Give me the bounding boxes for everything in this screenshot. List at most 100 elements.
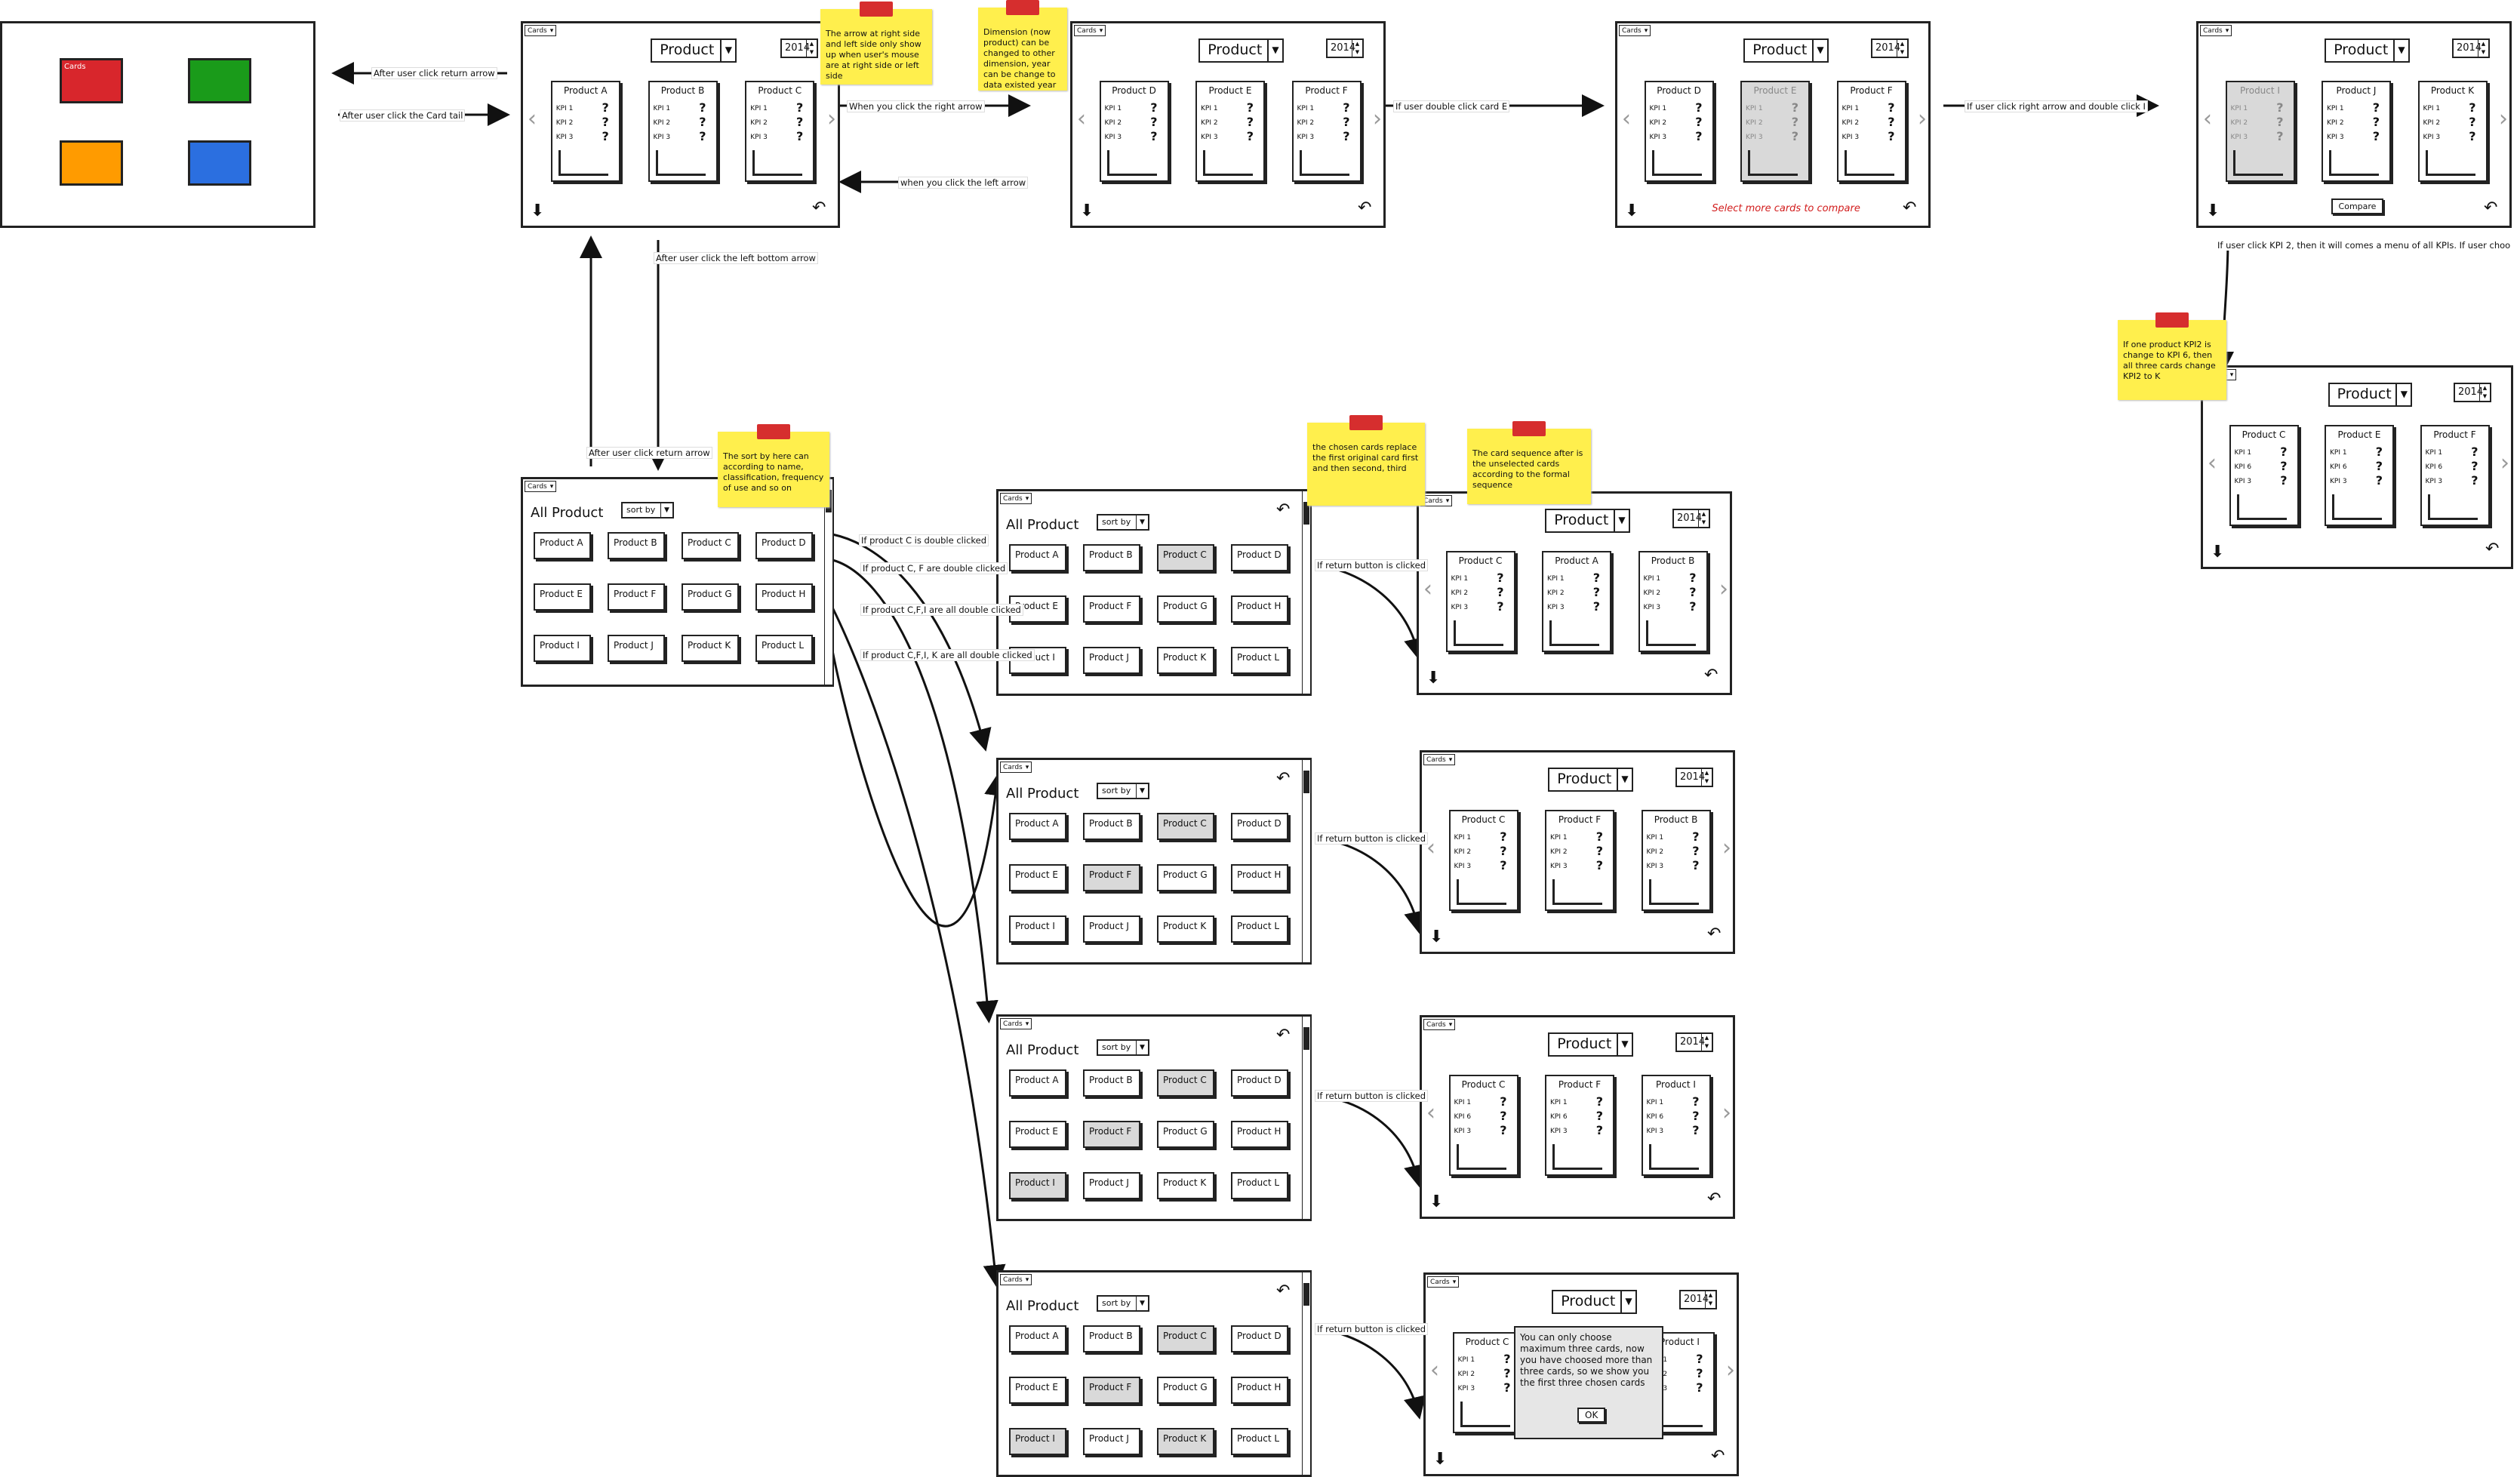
prev-arrow-icon[interactable]: ‹: [2203, 106, 2212, 132]
kpi-label[interactable]: KPI 3: [1746, 134, 1763, 141]
product-button[interactable]: Product F: [1083, 1121, 1140, 1148]
cards-tab[interactable]: Cards▾: [1420, 495, 1453, 506]
dimension-dropdown[interactable]: Product▼: [651, 38, 737, 63]
sort-by-dropdown[interactable]: sort by▼: [1097, 1295, 1149, 1312]
kpi-label[interactable]: KPI 1: [2425, 449, 2443, 457]
cards-tab[interactable]: Cards▾: [1619, 25, 1651, 36]
kpi-label[interactable]: KPI 2: [1451, 589, 1469, 597]
next-arrow-icon[interactable]: ›: [1918, 106, 1927, 132]
cards-tab[interactable]: Cards▾: [525, 25, 557, 36]
kpi-label[interactable]: KPI 3: [1842, 134, 1860, 141]
product-button[interactable]: Product A: [1009, 544, 1066, 571]
product-button[interactable]: Product J: [1083, 647, 1140, 674]
cards-tab[interactable]: Cards▾: [2200, 25, 2232, 36]
product-button[interactable]: Product K: [682, 635, 739, 662]
product-button[interactable]: Product K: [1157, 1172, 1214, 1199]
year-stepper[interactable]: 2014▲▼: [1679, 1290, 1717, 1309]
product-button[interactable]: Product D: [1231, 813, 1288, 840]
product-button[interactable]: Product E: [1009, 1121, 1066, 1148]
kpi-label[interactable]: KPI 2: [2230, 119, 2248, 127]
return-arrow-icon[interactable]: ↶: [1903, 198, 1917, 217]
prev-arrow-icon[interactable]: ‹: [1423, 576, 1432, 602]
vertical-scrollbar[interactable]: [1302, 1017, 1311, 1219]
dimension-dropdown[interactable]: Product▼: [1743, 38, 1829, 63]
dimension-dropdown[interactable]: Product▼: [1552, 1290, 1638, 1314]
product-button[interactable]: Product I: [1009, 1172, 1066, 1199]
dimension-dropdown[interactable]: Product▼: [1198, 38, 1285, 63]
kpi-label[interactable]: KPI 1: [555, 105, 574, 112]
kpi-label[interactable]: KPI 1: [1104, 105, 1122, 112]
vertical-scrollbar[interactable]: [1302, 491, 1311, 694]
download-icon[interactable]: ⬇: [531, 202, 545, 220]
product-button[interactable]: Product E: [534, 583, 591, 611]
next-arrow-icon[interactable]: ›: [1719, 576, 1728, 602]
compare-button[interactable]: Compare: [2331, 198, 2384, 214]
kpi-label[interactable]: KPI 2: [1746, 119, 1763, 127]
year-stepper[interactable]: 2014▲▼: [1871, 38, 1909, 58]
cards-tab[interactable]: Cards▾: [1000, 1018, 1032, 1029]
product-button[interactable]: Product L: [1231, 915, 1288, 943]
prev-arrow-icon[interactable]: ‹: [1622, 106, 1631, 132]
kpi-label[interactable]: KPI 2: [1201, 119, 1218, 127]
kpi-label[interactable]: KPI 1: [1649, 105, 1667, 112]
kpi-label[interactable]: KPI 3: [555, 134, 574, 141]
next-arrow-icon[interactable]: ›: [1373, 106, 1382, 132]
kpi-label[interactable]: KPI 1: [2423, 105, 2441, 112]
kpi-label[interactable]: KPI 3: [1643, 604, 1661, 611]
kpi-label[interactable]: KPI 1: [1457, 1356, 1475, 1364]
next-arrow-icon[interactable]: ›: [1726, 1357, 1735, 1383]
kpi-label[interactable]: KPI 2: [1649, 119, 1667, 127]
product-button[interactable]: Product H: [755, 583, 813, 611]
download-icon[interactable]: ⬇: [2206, 202, 2220, 220]
kpi-label[interactable]: KPI 1: [1201, 105, 1218, 112]
kpi-label[interactable]: KPI 3: [750, 134, 768, 141]
dimension-dropdown[interactable]: Product▼: [1548, 768, 1634, 792]
return-arrow-icon[interactable]: ↶: [1707, 1189, 1722, 1208]
cards-tab[interactable]: Cards▾: [1427, 1276, 1460, 1288]
product-button[interactable]: Product L: [1231, 647, 1288, 674]
product-button[interactable]: Product B: [1083, 544, 1140, 571]
kpi-label[interactable]: KPI 1: [1550, 834, 1568, 842]
kpi-label[interactable]: KPI 1: [2230, 105, 2248, 112]
product-button[interactable]: Product A: [1009, 1325, 1066, 1352]
kpi-label[interactable]: KPI 1: [1297, 105, 1315, 112]
kpi-label[interactable]: KPI 2: [750, 119, 768, 127]
product-button[interactable]: Product H: [1231, 864, 1288, 891]
dimension-dropdown[interactable]: Product▼: [2325, 38, 2411, 63]
product-button[interactable]: Product A: [1009, 1069, 1066, 1097]
product-button[interactable]: Product F: [1083, 864, 1140, 891]
year-stepper[interactable]: 2014▲▼: [1675, 1032, 1713, 1052]
kpi-label[interactable]: KPI 6: [2330, 463, 2347, 471]
kpi-label[interactable]: KPI 1: [2327, 105, 2344, 112]
kpi-label[interactable]: KPI 2: [1646, 848, 1664, 856]
kpi-label[interactable]: KPI 3: [1547, 604, 1565, 611]
dimension-dropdown[interactable]: Product▼: [2328, 383, 2413, 407]
product-button[interactable]: Product K: [1157, 647, 1214, 674]
kpi-label[interactable]: KPI 3: [1649, 134, 1667, 141]
kpi-label[interactable]: KPI 1: [1646, 834, 1664, 842]
cards-tab[interactable]: Cards▾: [1000, 1274, 1032, 1285]
kpi-label[interactable]: KPI 1: [1550, 1099, 1568, 1106]
kpi-label[interactable]: KPI 3: [2330, 478, 2347, 485]
product-button[interactable]: Product I: [534, 635, 591, 662]
kpi-label[interactable]: KPI 3: [2425, 478, 2443, 485]
return-arrow-icon[interactable]: ↶: [1276, 500, 1291, 519]
kpi-label[interactable]: KPI 1: [1646, 1099, 1664, 1106]
kpi-label[interactable]: KPI 2: [653, 119, 671, 127]
